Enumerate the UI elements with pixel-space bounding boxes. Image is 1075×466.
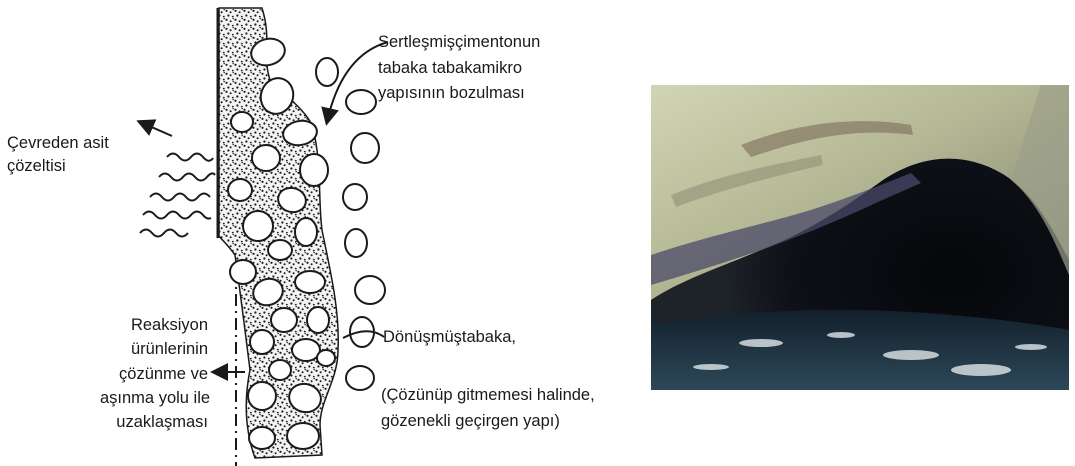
aggregate	[268, 240, 292, 260]
acid-wave-lines	[140, 154, 215, 237]
aggregate	[287, 423, 319, 449]
micro-structure-label: Sertleşmişçimentonun tabaka tabakamikro …	[378, 30, 540, 107]
aggregate	[351, 133, 379, 163]
aggregate	[300, 154, 328, 186]
reaction-products-line: Reaksiyon	[100, 313, 208, 337]
porous-note-line: gözenekli geçirgen yapı)	[381, 408, 595, 434]
photo-water	[651, 310, 1069, 390]
aggregate	[230, 260, 256, 284]
porous-note-line: (Çözünüp gitmemesi halinde,	[381, 382, 595, 408]
aggregate	[228, 179, 252, 201]
aggregate	[250, 330, 274, 354]
micro-structure-line: Sertleşmişçimentonun	[378, 30, 540, 56]
aggregate	[249, 427, 275, 449]
aggregate	[317, 350, 335, 366]
micro-structure-line: tabaka tabakamikro	[378, 56, 540, 82]
aggregate	[355, 276, 385, 304]
micro-structure-line: yapısının bozulması	[378, 81, 540, 107]
reaction-products-line: aşınma yolu ile	[100, 386, 208, 410]
reaction-products-line: ürünlerinin	[100, 337, 208, 361]
acid-source-label: Çevreden asit çözeltisi	[7, 132, 109, 179]
transformed-layer-label: Dönüşmüştabaka,	[383, 326, 516, 349]
aggregate	[248, 382, 276, 410]
corroded-sewer-pipe-photo	[651, 85, 1069, 390]
aggregate	[271, 308, 297, 332]
aggregate	[252, 145, 280, 171]
aggregate	[316, 58, 338, 86]
aggregate	[295, 271, 325, 293]
reaction-products-label: Reaksiyon ürünlerinin çözünme ve aşınma …	[100, 313, 208, 434]
aggregate	[346, 90, 376, 114]
porous-structure-note: (Çözünüp gitmemesi halinde, gözenekli ge…	[381, 382, 595, 435]
aggregate	[269, 360, 291, 380]
aggregate	[292, 339, 320, 361]
aggregate	[346, 366, 374, 390]
reaction-products-line: çözünme ve	[100, 362, 208, 386]
acid-source-line: çözeltisi	[7, 155, 109, 178]
reaction-products-line: uzaklaşması	[100, 410, 208, 434]
aggregate	[345, 229, 367, 257]
aggregate	[295, 218, 317, 246]
acid-source-line: Çevreden asit	[7, 132, 109, 155]
aggregate	[243, 211, 273, 241]
acid-arrow	[140, 122, 172, 136]
aggregate	[307, 307, 329, 333]
aggregate	[231, 112, 253, 132]
aggregate	[343, 184, 367, 210]
